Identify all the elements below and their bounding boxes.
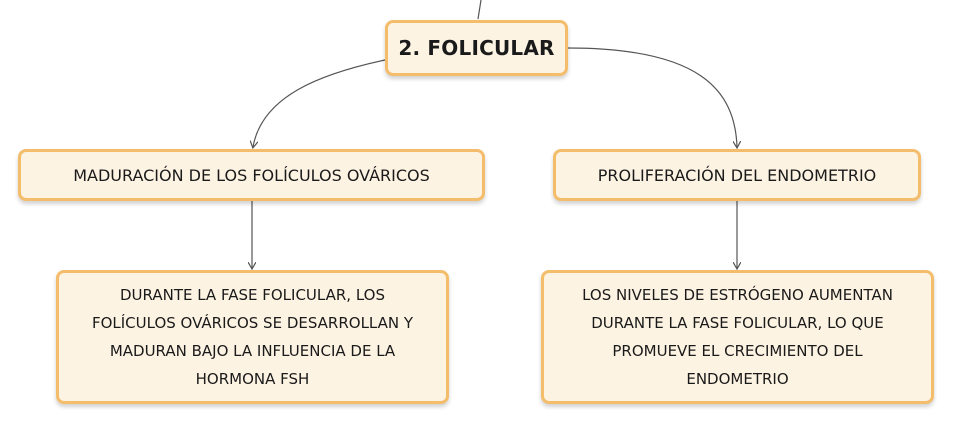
root-node-label: 2. FOLICULAR: [398, 36, 555, 60]
detail-node-text: LOS NIVELES DE ESTRÓGENO AUMENTAN DURANT…: [582, 286, 893, 388]
incoming-connector: [477, 0, 482, 20]
topic-node-label: PROLIFERACIÓN DEL ENDOMETRIO: [597, 165, 877, 185]
connector-root-to-left-topic: [253, 59, 386, 147]
topic-node-endometrium-proliferation[interactable]: PROLIFERACIÓN DEL ENDOMETRIO: [553, 149, 921, 201]
connector-root-to-right-topic: [567, 47, 737, 147]
detail-node-follicle-maturation[interactable]: DURANTE LA FASE FOLICULAR, LOS FOLÍCULOS…: [56, 270, 449, 404]
topic-node-follicle-maturation[interactable]: MADURACIÓN DE LOS FOLÍCULOS OVÁRICOS: [18, 149, 485, 201]
topic-node-label: MADURACIÓN DE LOS FOLÍCULOS OVÁRICOS: [73, 165, 430, 185]
root-node[interactable]: 2. FOLICULAR: [385, 20, 568, 76]
detail-node-text: DURANTE LA FASE FOLICULAR, LOS FOLÍCULOS…: [91, 286, 414, 388]
detail-node-endometrium-proliferation[interactable]: LOS NIVELES DE ESTRÓGENO AUMENTAN DURANT…: [541, 270, 934, 404]
